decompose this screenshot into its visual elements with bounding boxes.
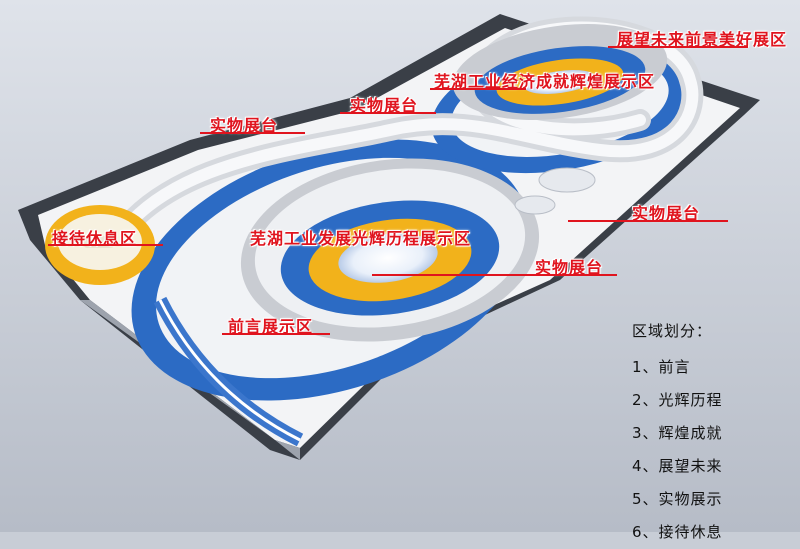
- zone-label-history: 芜湖工业发展光辉历程展示区: [250, 229, 472, 248]
- leader-preface: [222, 333, 330, 335]
- achievement-floor-center: [524, 70, 596, 94]
- leader-achievement: [430, 88, 526, 90]
- zone-label-preface: 前言展示区: [228, 317, 314, 336]
- leader-exhibit-bottom: [372, 274, 617, 276]
- zone-label-exhibit-bottom: 实物展台: [535, 258, 604, 277]
- zone-label-future: 展望未来前景美好展区: [617, 30, 788, 49]
- legend-item-reception: 6、接待休息: [632, 523, 723, 541]
- legend-item-future: 4、展望未来: [632, 457, 723, 475]
- pedestal-right: [538, 167, 596, 193]
- leader-exhibit-right: [568, 220, 728, 222]
- front-wall-highlight: [158, 299, 301, 442]
- zone-label-exhibit-top: 实物展台: [350, 96, 419, 115]
- legend-item-preface: 1、前言: [632, 358, 691, 376]
- legend-item-achievement: 3、辉煌成就: [632, 424, 723, 442]
- zone-label-achievement: 芜湖工业经济成就辉煌展示区: [434, 72, 656, 91]
- pedestal-right-2: [514, 195, 556, 215]
- legend-title: 区域划分：: [632, 322, 713, 340]
- zone-label-reception: 接待休息区: [52, 229, 138, 248]
- zone-legend: 区域划分： 1、前言 2、光辉历程 3、辉煌成就 4、展望未来 5、实物展示 6…: [632, 320, 792, 549]
- leader-exhibit-left: [200, 132, 305, 134]
- leader-future: [608, 46, 748, 48]
- zone-label-exhibit-right: 实物展台: [632, 204, 701, 223]
- history-floor-center: [338, 233, 438, 283]
- leader-exhibit-top: [340, 112, 436, 114]
- legend-item-exhibit: 5、实物展示: [632, 490, 723, 508]
- zone-label-exhibit-left: 实物展台: [210, 116, 279, 135]
- exhibition-floor-plan: [0, 0, 800, 532]
- leader-reception: [48, 244, 163, 246]
- legend-item-history: 2、光辉历程: [632, 391, 723, 409]
